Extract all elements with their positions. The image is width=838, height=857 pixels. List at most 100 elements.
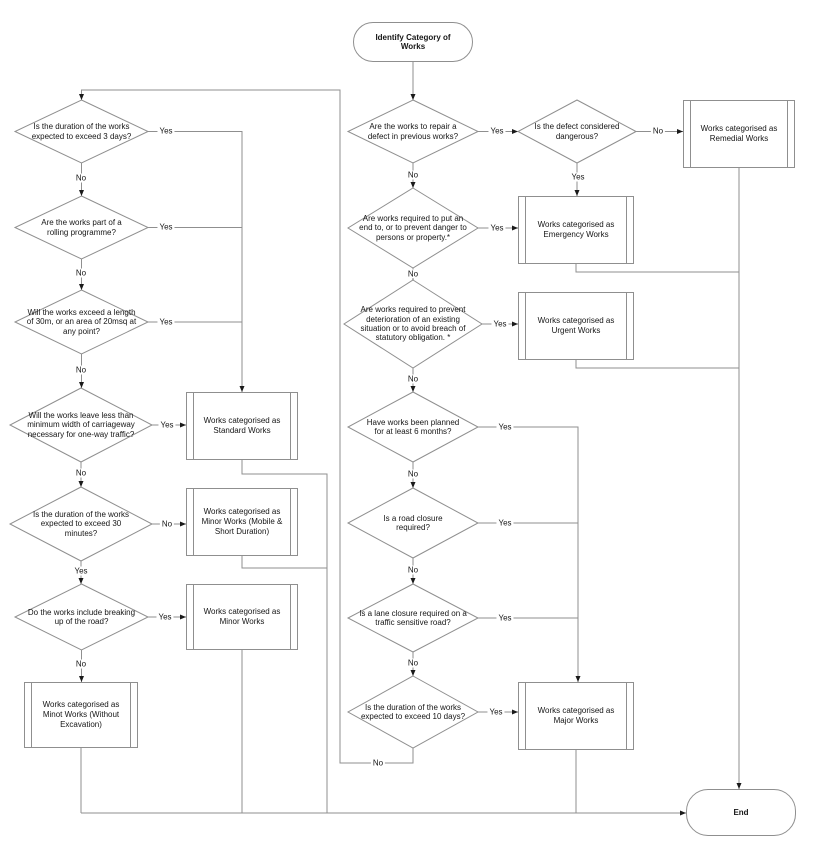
edge-label-yes: Yes xyxy=(496,613,514,623)
decision-diamond-shape xyxy=(347,187,479,269)
edge-label-no: No xyxy=(405,374,421,384)
decision-label: Will the works exceed a length of 30m, o… xyxy=(26,307,137,336)
decision-diamond-shape xyxy=(13,583,150,651)
decision-exceed-3-days: Is the duration of the works expected to… xyxy=(15,100,148,163)
decision-exceed-30-minutes: Is the duration of the works expected to… xyxy=(10,487,152,561)
edge-label-no: No xyxy=(73,268,89,278)
edge-label-yes: Yes xyxy=(488,223,506,233)
start-terminal-label: Identify Category of Works xyxy=(375,33,451,51)
process-side-bars: Works categorised as Minor Works xyxy=(193,585,291,649)
start-terminal: Identify Category of Works xyxy=(353,22,473,62)
decision-label: Are works required to prevent deteriorat… xyxy=(360,305,466,343)
decision-road-closure: Is a road closure required? xyxy=(348,488,478,558)
decision-lane-closure: Is a lane closure required on a traffic … xyxy=(348,584,478,652)
decision-label: Is the defect considered dangerous? xyxy=(534,122,620,141)
end-terminal: End xyxy=(686,789,796,836)
decision-diamond-shape xyxy=(8,486,154,562)
decision-label: Will the works leave less than minimum w… xyxy=(27,410,135,439)
edge-minor-mobile-out xyxy=(241,556,327,569)
process-minor-works: Works categorised as Minor Works xyxy=(186,584,298,650)
edge-label-yes: Yes xyxy=(157,317,175,327)
process-standard-works: Works categorised as Standard Works xyxy=(186,392,298,460)
process-label: Works categorised as Minor Works (Mobile… xyxy=(201,507,283,536)
decision-label: Is the duration of the works expected to… xyxy=(32,509,130,538)
edge-label-yes: Yes xyxy=(72,566,90,576)
process-side-bars: Works categorised as Minor Works (Mobile… xyxy=(193,489,291,555)
process-label: Works categorised as Remedial Works xyxy=(700,124,778,143)
edge-r7-no-loopback xyxy=(79,89,414,764)
edge-label-no: No xyxy=(405,565,421,575)
decision-diamond-shape xyxy=(516,99,638,164)
decision-rolling-programme: Are the works part of a rolling programm… xyxy=(15,196,148,259)
process-side-bars: Works categorised as Major Works xyxy=(525,683,627,749)
edge-label-no: No xyxy=(405,269,421,279)
decision-label: Is the duration of the works expected to… xyxy=(31,122,132,141)
decision-repair-defect: Are the works to repair a defect in prev… xyxy=(348,100,478,163)
edge-label-yes: Yes xyxy=(496,422,514,432)
edge-label-yes: Yes xyxy=(487,707,505,717)
decision-defect-dangerous: Is the defect considered dangerous? xyxy=(518,100,636,163)
edge-l1-yes xyxy=(148,131,245,392)
decision-label: Is a lane closure required on a traffic … xyxy=(359,608,467,627)
decision-diamond-shape xyxy=(346,487,480,559)
decision-label: Is a road closure required? xyxy=(383,513,443,532)
decision-breaking-up-road: Do the works include breaking up of the … xyxy=(15,584,148,650)
process-side-bars: Works categorised as Remedial Works xyxy=(690,101,788,167)
decision-diamond-shape xyxy=(346,391,480,463)
process-label: Works categorised as Major Works xyxy=(537,706,615,725)
end-terminal-label: End xyxy=(733,808,749,817)
decision-label: Is the duration of the works expected to… xyxy=(360,702,466,721)
decision-diamond-shape xyxy=(13,195,150,260)
process-label: Works categorised as Standard Works xyxy=(203,416,281,435)
decision-carriageway-width: Will the works leave less than minimum w… xyxy=(10,388,152,462)
decision-label: Are works required to put an end to, or … xyxy=(359,213,467,242)
edge-label-yes: Yes xyxy=(158,420,176,430)
edge-label-no: No xyxy=(405,658,421,668)
edge-r4-yes xyxy=(478,426,581,682)
edge-label-yes: Yes xyxy=(496,518,514,528)
edge-label-no: No xyxy=(405,469,421,479)
process-minor-works-without-excavation: Works categorised as Minot Works (Withou… xyxy=(24,682,138,748)
edge-label-no: No xyxy=(370,758,386,768)
decision-diamond-shape xyxy=(346,583,480,653)
decision-prevent-deterioration: Are works required to prevent deteriorat… xyxy=(344,280,482,368)
decision-label: Are the works part of a rolling programm… xyxy=(41,218,122,237)
edge-label-no: No xyxy=(73,365,89,375)
decision-label: Do the works include breaking up of the … xyxy=(27,607,136,626)
decision-diamond-shape xyxy=(343,279,483,369)
decision-diamond-shape xyxy=(13,99,150,164)
edge-standard-out xyxy=(241,460,328,813)
process-side-bars: Works categorised as Urgent Works xyxy=(525,293,627,359)
process-label: Works categorised as Urgent Works xyxy=(537,316,615,335)
decision-label: Are the works to repair a defect in prev… xyxy=(367,122,459,141)
process-major-works: Works categorised as Major Works xyxy=(518,682,634,750)
decision-diamond-shape xyxy=(346,675,480,749)
edge-urgent-out xyxy=(575,360,739,369)
process-emergency-works: Works categorised as Emergency Works xyxy=(518,196,634,264)
edge-label-no: No xyxy=(73,173,89,183)
process-urgent-works: Works categorised as Urgent Works xyxy=(518,292,634,360)
process-side-bars: Works categorised as Emergency Works xyxy=(525,197,627,263)
decision-prevent-danger: Are works required to put an end to, or … xyxy=(348,188,478,268)
process-label: Works categorised as Emergency Works xyxy=(537,220,615,239)
edge-label-no: No xyxy=(159,519,175,529)
edge-label-yes: Yes xyxy=(491,319,509,329)
process-remedial-works: Works categorised as Remedial Works xyxy=(683,100,795,168)
edge-label-yes: Yes xyxy=(569,172,587,182)
edge-label-yes: Yes xyxy=(156,612,174,622)
edge-label-yes: Yes xyxy=(488,126,506,136)
edge-label-no: No xyxy=(73,659,89,669)
edge-label-yes: Yes xyxy=(157,126,175,136)
process-side-bars: Works categorised as Minot Works (Withou… xyxy=(31,683,131,747)
decision-diamond-shape xyxy=(346,99,480,164)
decision-exceed-10-days: Is the duration of the works expected to… xyxy=(348,676,478,748)
decision-diamond-shape xyxy=(13,289,150,355)
edge-emergency-out xyxy=(575,264,739,273)
edge-label-no: No xyxy=(73,468,89,478)
process-label: Works categorised as Minot Works (Withou… xyxy=(42,700,120,729)
edge-label-no: No xyxy=(650,126,666,136)
decision-label: Have works been planned for at least 6 m… xyxy=(366,417,460,436)
process-minor-works-mobile: Works categorised as Minor Works (Mobile… xyxy=(186,488,298,556)
